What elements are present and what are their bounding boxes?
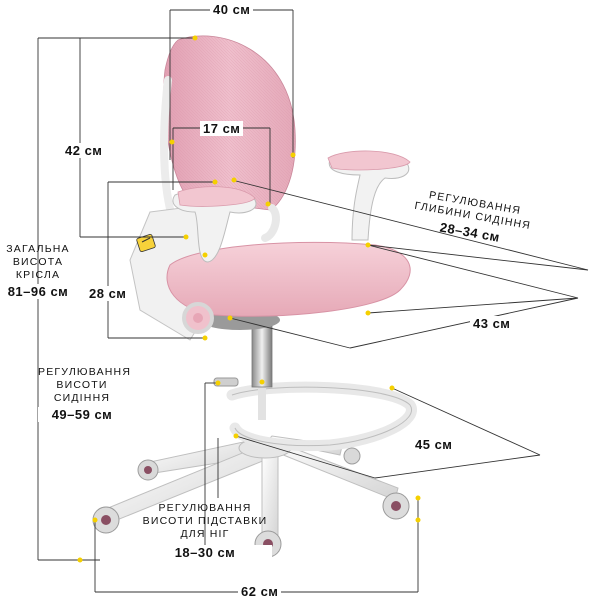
- footrest-ring: [213, 377, 417, 452]
- footrest-adjust-label: РЕГУЛЮВАННЯ ВИСОТИ ПІДСТАВКИ ДЛЯ НІГ 18–…: [138, 502, 272, 560]
- total-height-caption-1: ЗАГАЛЬНА: [6, 243, 70, 255]
- footrest-adjust-value: 18–30 см: [138, 545, 272, 560]
- dimension-markers: [77, 35, 421, 563]
- width-top-label: 40 см: [210, 2, 254, 17]
- total-height-label: ЗАГАЛЬНА ВИСОТА КРІСЛА 81–96 см: [0, 243, 76, 299]
- footrest-caption-1: РЕГУЛЮВАННЯ: [158, 502, 252, 514]
- seat-cushion: [166, 241, 411, 334]
- gas-lift-pole: [251, 324, 273, 388]
- armrest-height-label: 28 см: [86, 286, 130, 301]
- seat-height-adjust-label: РЕГУЛЮВАННЯ ВИСОТИ СИДІННЯ 49–59 см: [38, 366, 132, 422]
- base-width-label: 62 см: [238, 584, 282, 599]
- seat-height-caption-1: РЕГУЛЮВАННЯ: [38, 366, 132, 378]
- back-height-label: 42 см: [62, 143, 106, 158]
- seat-width-label: 43 см: [470, 316, 514, 331]
- seat-height-caption-2: ВИСОТИ: [56, 379, 108, 391]
- footrest-caption-2: ВИСОТИ ПІДСТАВКИ: [142, 515, 268, 527]
- dimension-lines: [37, 9, 589, 593]
- back-width-label: 17 см: [200, 121, 244, 136]
- seat-height-value: 49–59 см: [38, 407, 126, 422]
- footrest-width-label: 45 см: [412, 437, 456, 452]
- footrest-caption-3: ДЛЯ НІГ: [180, 528, 230, 540]
- total-height-caption-2: ВИСОТА: [12, 256, 64, 268]
- chair-illustration: [92, 35, 417, 558]
- right-armrest: [327, 150, 411, 241]
- seat-height-caption-3: СИДІННЯ: [53, 392, 111, 404]
- total-height-caption-3: КРІСЛА: [15, 269, 61, 281]
- left-armrest: [172, 186, 257, 263]
- total-height-value: 81–96 см: [0, 284, 76, 299]
